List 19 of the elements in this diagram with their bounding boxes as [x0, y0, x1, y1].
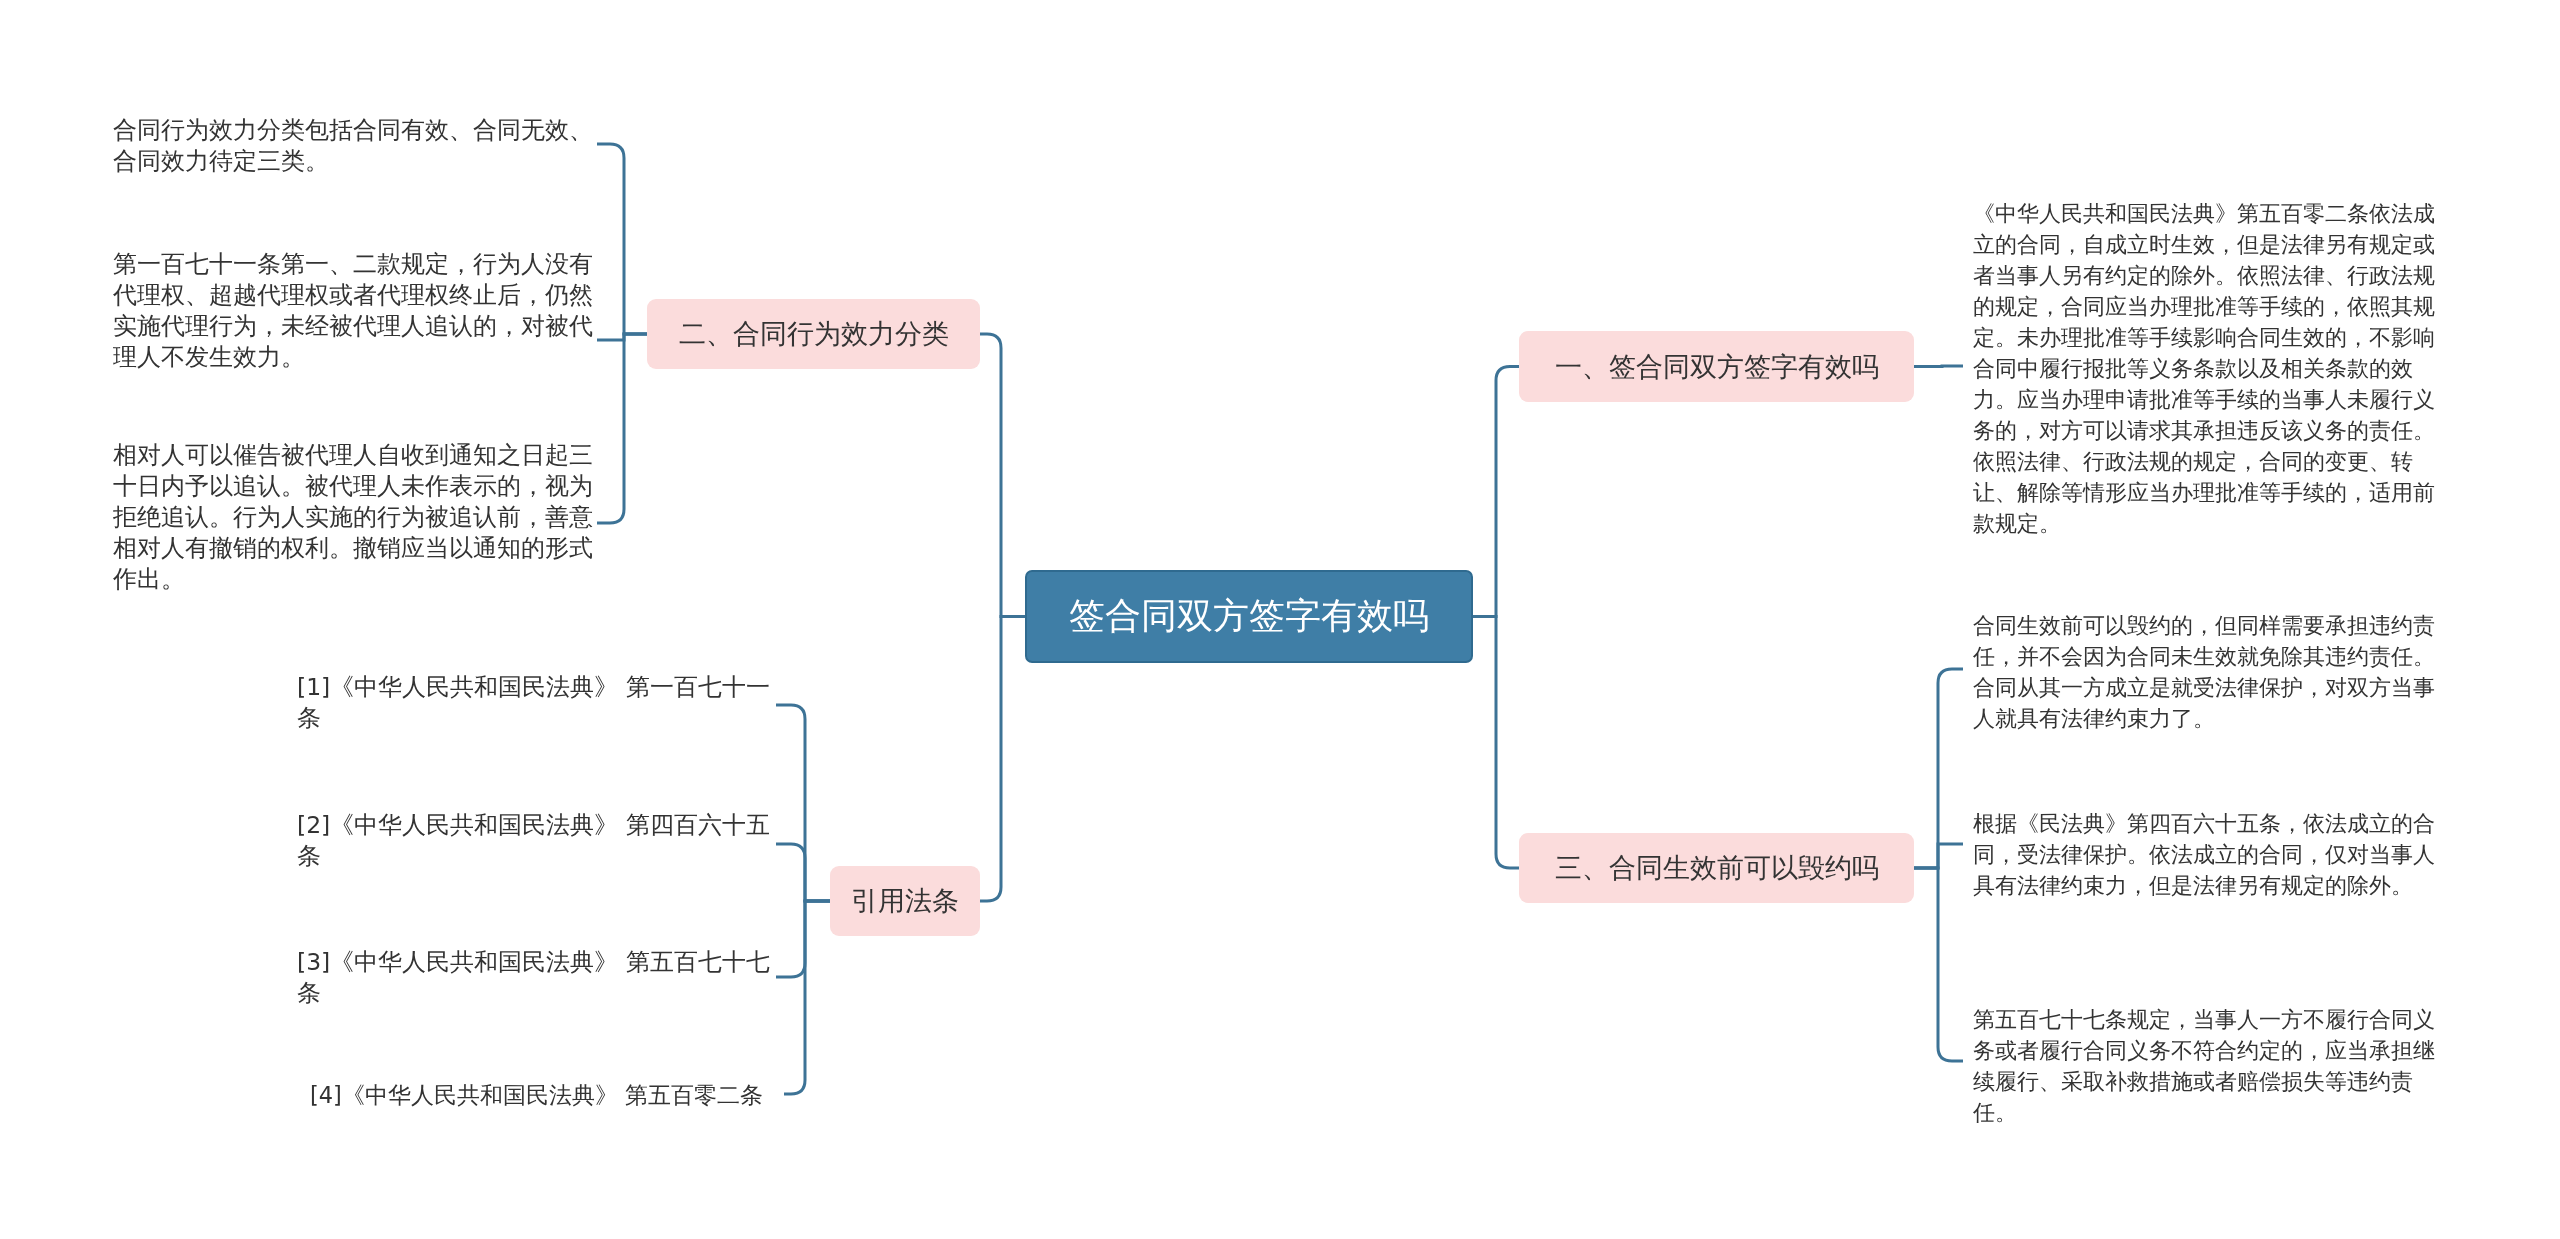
note-text: 合同生效前可以毁约的，但同样需要承担违约责任，并不会因为合同未生效就免除其违约责任。合同从其一方成立是就受法律保护，对双方当事人就具有法律约束力了。 — [1973, 610, 2453, 734]
note-text: 《中华人民共和国民法典》第五百零二条依法成立的合同，自成立时生效，但是法律另有规定或者当事人另有约定的除外。依照法律、行政法规的规定，合同应当办理批准等手续的，依照其规定。未办理批准等手续影响合同生效的，不影响合同中履行报批等义务条款以及相关条款的效力。应当办理申请批准等手续的当事人未履行义务的，对方可以请求其承担违反该义务的责任。依照法律、行政法规的规定，合同的变更、转让、解除等情形应当办理批准等手续的，适用前款规定。 — [1973, 198, 2453, 539]
topic-box: 二、合同行为效力分类 — [647, 299, 980, 369]
connector-line — [1914, 364, 1963, 368]
connector-line — [1473, 615, 1519, 870]
note-text: 相对人可以催告被代理人自收到通知之日起三十日内予以追认。被代理人未作表示的，视为拒绝追认。行为人实施的行为被追认前，善意相对人有撤销的权利。撤销应当以通知的形式作出。 — [113, 440, 593, 595]
note-text: [1]《中华人民共和国民法典》 第一百七十一条 — [297, 672, 772, 734]
topic-box: 一、签合同双方签字有效吗 — [1519, 331, 1914, 402]
note-text: 第五百七十七条规定，当事人一方不履行合同义务或者履行合同义务不符合约定的，应当承担继续履行、采取补救措施或者赔偿损失等违约责任。 — [1973, 1004, 2453, 1128]
note-text: 第一百七十一条第一、二款规定，行为人没有代理权、超越代理权或者代理权终止后，仍然实施代理行为，未经被代理人追认的，对被代理人不发生效力。 — [113, 249, 593, 373]
note-text: [2]《中华人民共和国民法典》 第四百六十五条 — [297, 810, 772, 872]
note-text: 合同行为效力分类包括合同有效、合同无效、合同效力待定三类。 — [113, 115, 593, 177]
note-text: [4]《中华人民共和国民法典》 第五百零二条 — [310, 1080, 780, 1111]
note-text: 根据《民法典》第四百六十五条，依法成立的合同，受法律保护。依法成立的合同，仅对当事人具有法律约束力，但是法律另有规定的除外。 — [1973, 808, 2453, 901]
central-topic-box: 签合同双方签字有效吗 — [1025, 570, 1473, 663]
connector-line — [980, 615, 1025, 903]
topic-box: 引用法条 — [830, 866, 980, 936]
topic-box: 三、合同生效前可以毁约吗 — [1519, 833, 1914, 903]
note-text: [3]《中华人民共和国民法典》 第五百七十七条 — [297, 947, 772, 1009]
